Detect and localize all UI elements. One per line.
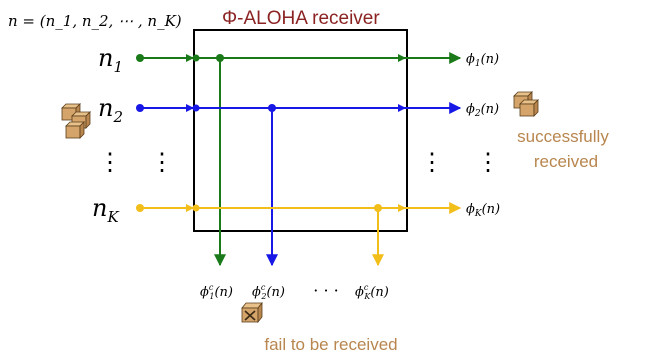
svg-text:ϕc1(n): ϕc1(n) [200,283,233,301]
output-success-2: ϕ2(n) [466,102,499,119]
svg-text:ϕc2(n): ϕc2(n) [252,283,285,301]
receiver-title: Φ-ALOHA receiver [222,8,380,29]
svg-text:ϕK(n): ϕK(n) [466,202,500,219]
svg-text:nK: nK [92,194,119,226]
packet-stack-icon [513,91,539,117]
input-label-nK: nK [92,194,119,226]
svg-text:ϕcK(n): ϕcK(n) [355,283,389,301]
signal-line-n2 [136,102,462,267]
output-success-1: ϕ1(n) [466,52,499,69]
state-vector-formula: n = (n_1, n_2, ⋯ , n_K) [8,12,182,30]
vertical-dots-left: ⋮ [98,148,122,176]
signal-line-nK [136,202,462,267]
fail-caption: fail to be received [264,335,397,354]
svg-text:n2: n2 [98,94,123,126]
signal-line-n1 [136,52,462,267]
failed-packet-icon [241,301,263,324]
vertical-dots-right: ⋮ [476,148,500,176]
vertical-dots-inner-right: ⋮ [420,148,444,176]
svg-text:ϕ2(n): ϕ2(n) [466,102,499,119]
vertical-dots-inner-left: ⋮ [150,148,174,176]
svg-text:n1: n1 [98,44,123,76]
receiver-box [193,29,408,232]
success-caption-line2: received [534,152,598,171]
svg-text:ϕ1(n): ϕ1(n) [466,52,499,69]
success-caption-line1: successfully [517,127,609,146]
input-label-n1: n1 [98,44,123,76]
output-success-K: ϕK(n) [466,202,500,219]
horizontal-ellipsis: · · · [313,281,338,300]
packet-stack-icon [61,103,91,139]
input-label-n2: n2 [98,94,123,126]
